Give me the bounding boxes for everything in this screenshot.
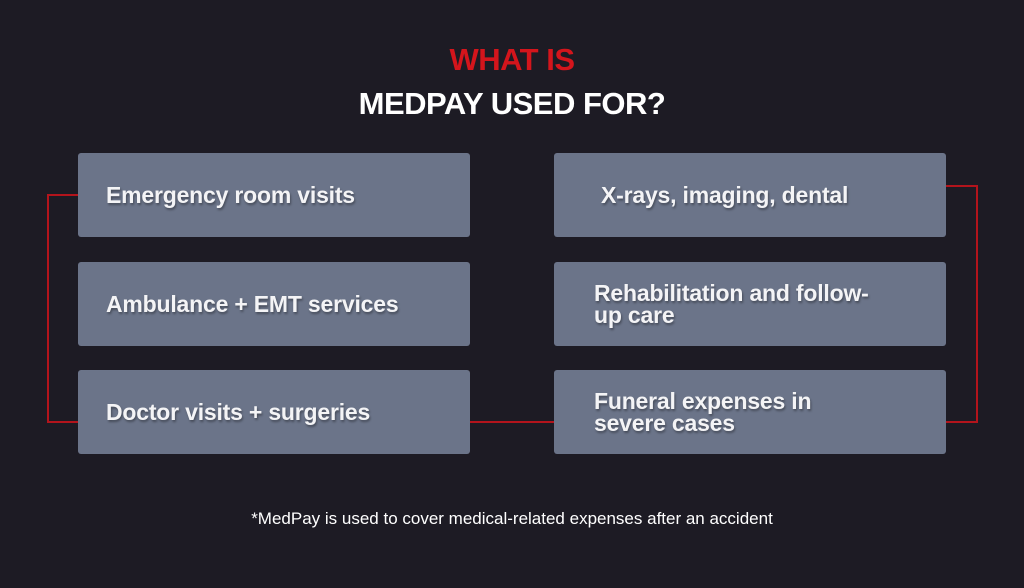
item-label: X-rays, imaging, dental — [601, 182, 849, 208]
item-emergency-room-visits: Emergency room visits — [78, 153, 470, 237]
item-rehabilitation-follow-up-care: Rehabilitation and follow-up care — [554, 262, 946, 346]
item-label: Funeral expenses in severe cases — [594, 388, 812, 436]
item-label: Emergency room visits — [106, 182, 355, 208]
item-ambulance-emt-services: Ambulance + EMT services — [78, 262, 470, 346]
footnote: *MedPay is used to cover medical-related… — [251, 509, 773, 528]
item-funeral-expenses: Funeral expenses in severe cases — [554, 370, 946, 454]
middle-bottom-connector — [470, 421, 554, 423]
item-xrays-imaging-dental: X-rays, imaging, dental — [554, 153, 946, 237]
title-medpay-used-for: MEDPAY USED FOR? — [358, 86, 666, 121]
item-label: Ambulance + EMT services — [106, 291, 399, 317]
left-bracket-vertical-connector — [47, 194, 49, 423]
item-label: Rehabilitation and follow-up care — [594, 280, 869, 328]
left-bracket-bottom-connector — [47, 421, 78, 423]
right-bracket-bottom-connector — [946, 421, 978, 423]
title-what-is: WHAT IS — [449, 42, 575, 77]
left-bracket-top-connector — [47, 194, 78, 196]
item-label: Doctor visits + surgeries — [106, 399, 371, 425]
right-bracket-vertical-connector — [976, 185, 978, 423]
item-doctor-visits-surgeries: Doctor visits + surgeries — [78, 370, 470, 454]
right-bracket-top-connector — [946, 185, 978, 187]
